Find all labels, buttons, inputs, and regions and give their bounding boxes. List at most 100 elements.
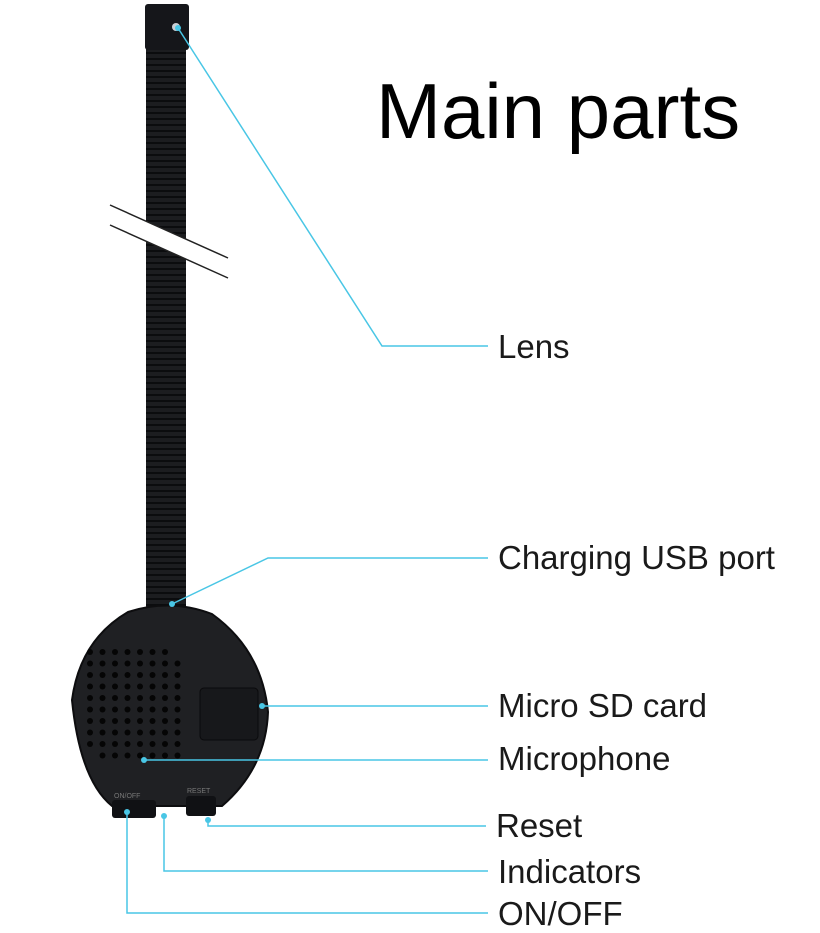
vent-hole [112, 649, 118, 655]
onoff-switch [112, 800, 156, 818]
leader-line-lens [177, 27, 488, 347]
vent-hole [137, 695, 143, 701]
vent-hole [112, 672, 118, 678]
vent-hole [99, 729, 106, 736]
leader-dot-reset [205, 817, 211, 823]
vent-hole [162, 752, 168, 759]
vent-hole [162, 695, 168, 701]
leader-dot-mic [141, 757, 147, 763]
vent-hole [87, 672, 93, 678]
vent-hole [149, 660, 156, 667]
vent-hole [87, 695, 93, 701]
vent-hole [112, 718, 118, 724]
leader-dot-sd [259, 703, 265, 709]
vent-hole [124, 718, 131, 724]
vent-hole [99, 660, 106, 667]
vent-hole [174, 729, 181, 736]
vent-hole [137, 672, 143, 678]
vent-hole [87, 718, 93, 724]
vent-hole [87, 729, 93, 736]
reset-button [186, 796, 216, 816]
vent-hole [87, 660, 93, 667]
break-mark-bottom [109, 224, 229, 279]
vent-hole [112, 695, 118, 701]
vent-hole [87, 706, 93, 713]
vent-hole [137, 660, 143, 667]
vent-hole [124, 752, 131, 759]
callout-microphone: Microphone [498, 740, 671, 777]
break-gap [110, 205, 228, 278]
break-mark-top [109, 204, 229, 259]
vent-hole [87, 649, 93, 655]
vent-hole [149, 706, 156, 713]
vent-hole [99, 695, 106, 701]
vent-hole [149, 695, 156, 701]
vent-hole [149, 752, 156, 759]
vent-hole [124, 660, 131, 667]
vent-hole [99, 718, 106, 724]
leader-line-reset [207, 820, 486, 827]
leader-line-indicators [163, 816, 488, 872]
vent-hole [87, 741, 93, 747]
vent-hole [149, 718, 156, 724]
callout-charging-usb-port: Charging USB port [498, 539, 775, 576]
vent-hole [149, 683, 156, 690]
leader-line-onoff [126, 812, 488, 914]
micro-sd-slot [199, 687, 259, 741]
vent-hole [162, 729, 168, 736]
vent-hole [99, 672, 106, 678]
vent-hole [162, 660, 168, 667]
vent-hole [137, 683, 143, 690]
vent-hole [99, 649, 106, 655]
flexible-neck [146, 20, 186, 610]
callout-lens: Lens [498, 328, 570, 365]
vent-hole [174, 683, 181, 690]
vent-hole [137, 741, 143, 747]
vent-hole [112, 752, 118, 759]
vent-hole [137, 729, 143, 736]
vent-hole [162, 672, 168, 678]
vent-hole [99, 741, 106, 747]
leader-dot-indicators [161, 813, 167, 819]
vent-holes [87, 649, 181, 759]
callout-micro-sd-card: Micro SD card [498, 687, 708, 724]
vent-hole [162, 683, 168, 690]
vent-hole [99, 683, 106, 690]
vent-hole [149, 741, 156, 747]
vent-hole [162, 741, 168, 747]
vent-hole [112, 741, 118, 747]
vent-hole [112, 729, 118, 736]
vent-hole [124, 672, 131, 678]
vent-hole [124, 729, 131, 736]
leader-line-usb [171, 557, 488, 605]
vent-hole [137, 649, 143, 655]
vent-hole [124, 683, 131, 690]
leader-dot-lens [175, 25, 181, 31]
vent-hole [174, 695, 181, 701]
vent-hole [124, 695, 131, 701]
vent-hole [174, 752, 181, 759]
vent-hole [162, 718, 168, 724]
vent-hole [124, 741, 131, 747]
vent-hole [87, 683, 93, 690]
callout-reset: Reset [496, 807, 583, 844]
vent-hole [174, 672, 181, 678]
callout-indicators: Indicators [498, 853, 642, 890]
diagram-title: Main parts [376, 67, 741, 155]
vent-hole [174, 660, 181, 667]
vent-hole [124, 649, 131, 655]
vent-hole [99, 752, 106, 759]
leader-dot-usb [169, 601, 175, 607]
vent-hole [112, 683, 118, 690]
vent-hole [149, 729, 156, 736]
leader-dot-onoff [124, 809, 130, 815]
vent-hole [162, 706, 168, 713]
vent-hole [137, 706, 143, 713]
lens-head [145, 4, 189, 50]
vent-hole [124, 706, 131, 713]
vent-hole [174, 718, 181, 724]
vent-hole [149, 672, 156, 678]
vent-hole [162, 649, 168, 655]
vent-hole [112, 660, 118, 667]
